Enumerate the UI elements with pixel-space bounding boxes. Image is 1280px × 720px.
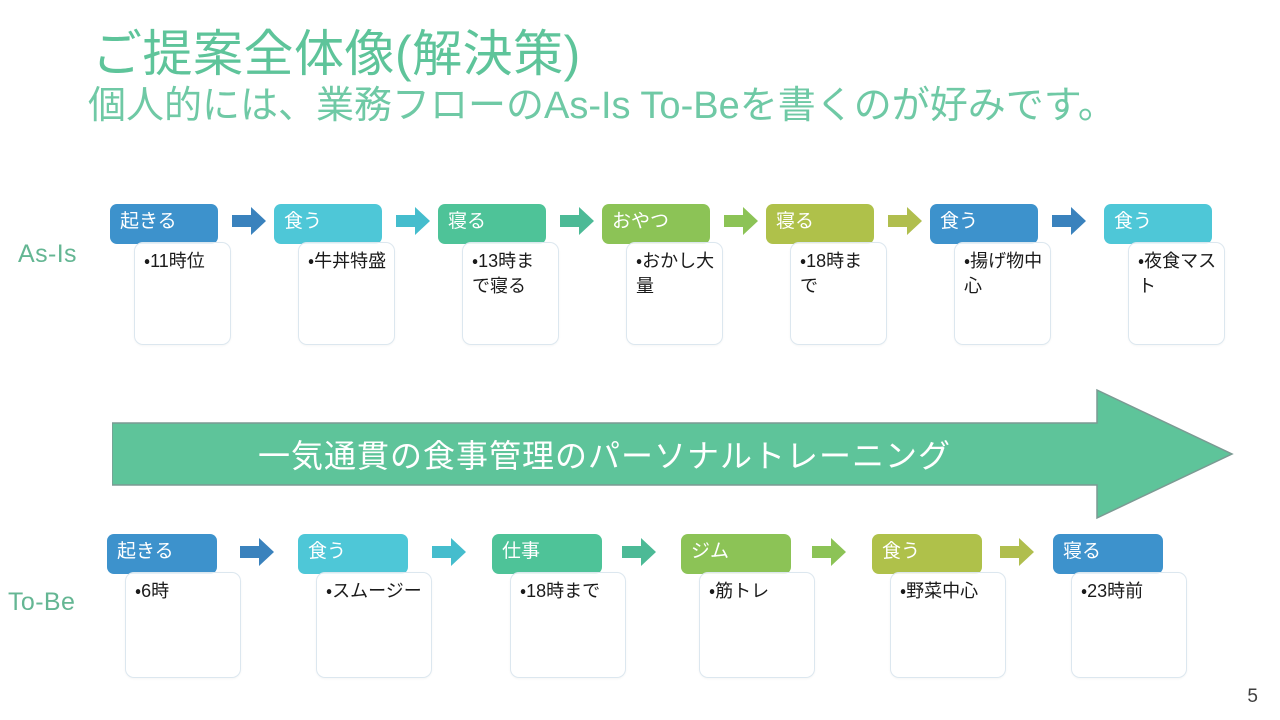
step-card-text: ・筋トレ xyxy=(709,581,770,601)
step-card-text: ・牛丼特盛 xyxy=(308,251,387,271)
step-arrow-0-0 xyxy=(232,207,266,235)
step-card-text: ・11時位 xyxy=(144,251,205,271)
step-card-text: ・13時まで寝る xyxy=(472,251,535,296)
step-header-1-1[interactable]: 食う xyxy=(298,534,408,574)
step-card-1-0[interactable]: ・6時 xyxy=(125,572,241,678)
page-number: 5 xyxy=(1247,686,1258,707)
step-card-0-4[interactable]: ・18時まで xyxy=(790,242,887,345)
step-header-1-5[interactable]: 寝る xyxy=(1053,534,1163,574)
step-card-text: ・夜食マスト xyxy=(1138,251,1217,296)
slide-title-block: ご提案全体像(解決策) 個人的には、業務フローのAs-Is To-Beを書くのが… xyxy=(88,26,1222,129)
step-arrow-0-4 xyxy=(888,207,922,235)
page-subtitle: 個人的には、業務フローのAs-Is To-Beを書くのが好みです。 xyxy=(88,85,1116,127)
step-header-1-3[interactable]: ジム xyxy=(681,534,791,574)
step-card-text: ・18時まで xyxy=(520,581,601,601)
step-arrow-icon-0-3 xyxy=(724,207,758,235)
step-arrow-0-2 xyxy=(560,207,594,235)
step-arrow-1-2 xyxy=(622,538,656,566)
step-card-0-0[interactable]: ・11時位 xyxy=(134,242,231,345)
step-arrow-1-0 xyxy=(240,538,274,566)
step-card-1-5[interactable]: ・23時前 xyxy=(1071,572,1187,678)
step-card-text: ・6時 xyxy=(135,581,170,601)
step-arrow-0-1 xyxy=(396,207,430,235)
row-label-as-is: As-Is xyxy=(18,240,77,268)
step-card-text: ・揚げ物中心 xyxy=(964,251,1043,296)
step-card-1-1[interactable]: ・スムージー xyxy=(316,572,432,678)
step-card-1-2[interactable]: ・18時まで xyxy=(510,572,626,678)
step-card-0-6[interactable]: ・夜食マスト xyxy=(1128,242,1225,345)
step-header-0-3[interactable]: おやつ xyxy=(602,204,710,244)
step-header-0-2[interactable]: 寝る xyxy=(438,204,546,244)
step-card-0-5[interactable]: ・揚げ物中心 xyxy=(954,242,1051,345)
step-arrow-icon-0-1 xyxy=(396,207,430,235)
step-header-0-6[interactable]: 食う xyxy=(1104,204,1212,244)
step-card-0-3[interactable]: ・おかし大量 xyxy=(626,242,723,345)
step-arrow-icon-0-0 xyxy=(232,207,266,235)
step-arrow-1-1 xyxy=(432,538,466,566)
step-card-0-1[interactable]: ・牛丼特盛 xyxy=(298,242,395,345)
step-arrow-0-3 xyxy=(724,207,758,235)
banner-arrow-shape xyxy=(112,388,1234,520)
step-arrow-icon-0-4 xyxy=(888,207,922,235)
step-header-0-5[interactable]: 食う xyxy=(930,204,1038,244)
row-label-to-be: To-Be xyxy=(8,588,76,616)
step-card-text: ・おかし大量 xyxy=(636,251,715,296)
step-arrow-icon-1-0 xyxy=(240,538,274,566)
step-arrow-1-4 xyxy=(1000,538,1034,566)
step-header-0-4[interactable]: 寝る xyxy=(766,204,874,244)
step-arrow-icon-1-1 xyxy=(432,538,466,566)
step-arrow-1-3 xyxy=(812,538,846,566)
step-card-text: ・18時まで xyxy=(800,251,863,296)
step-header-0-1[interactable]: 食う xyxy=(274,204,382,244)
step-header-1-4[interactable]: 食う xyxy=(872,534,982,574)
step-arrow-0-5 xyxy=(1052,207,1086,235)
step-arrow-icon-0-2 xyxy=(560,207,594,235)
step-card-1-4[interactable]: ・野菜中心 xyxy=(890,572,1006,678)
step-arrow-icon-1-4 xyxy=(1000,538,1034,566)
step-card-text: ・23時前 xyxy=(1081,581,1144,601)
page-title: ご提案全体像(解決策) xyxy=(92,26,581,82)
step-arrow-icon-1-3 xyxy=(812,538,846,566)
step-header-1-2[interactable]: 仕事 xyxy=(492,534,602,574)
step-arrow-icon-0-5 xyxy=(1052,207,1086,235)
step-card-1-3[interactable]: ・筋トレ xyxy=(699,572,815,678)
step-header-1-0[interactable]: 起きる xyxy=(107,534,217,574)
solution-banner: 一気通貫の食事管理のパーソナルトレーニング xyxy=(112,388,1234,520)
step-card-text: ・野菜中心 xyxy=(900,581,979,601)
step-card-text: ・スムージー xyxy=(326,581,422,601)
step-header-0-0[interactable]: 起きる xyxy=(110,204,218,244)
step-arrow-icon-1-2 xyxy=(622,538,656,566)
step-card-0-2[interactable]: ・13時まで寝る xyxy=(462,242,559,345)
